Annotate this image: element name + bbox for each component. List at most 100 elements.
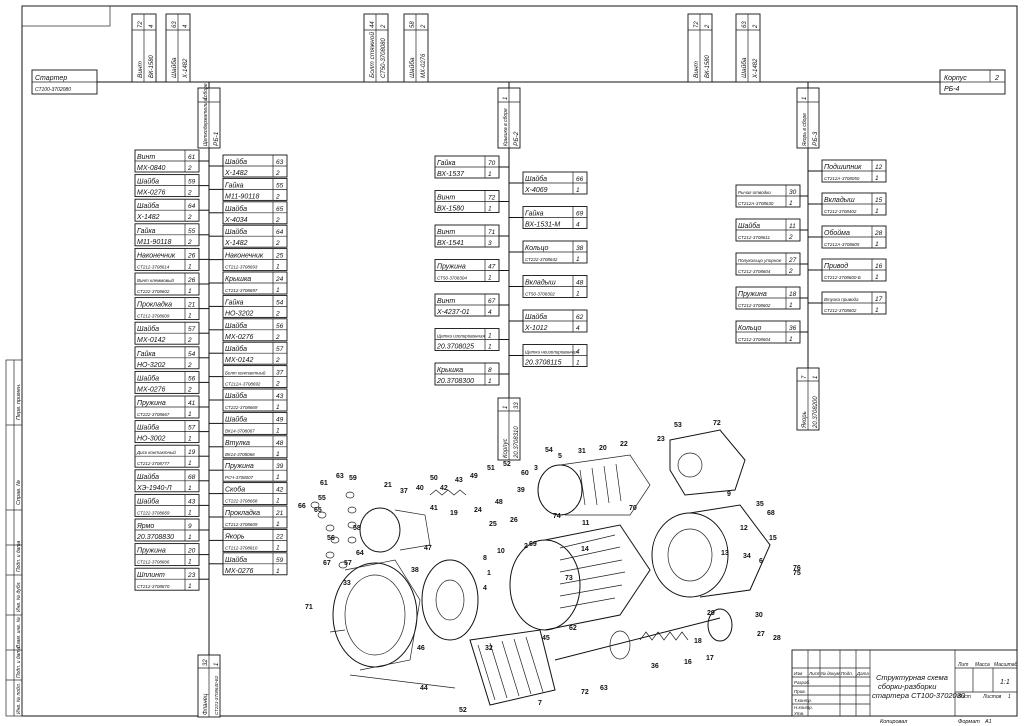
stamp-row-1: Пров. — [794, 689, 806, 694]
part-name: Шайба — [225, 392, 247, 400]
part-code: СТ212-3708604 — [738, 337, 771, 342]
part-qty: 1 — [875, 208, 879, 215]
part-pos: 59 — [276, 557, 284, 564]
callout-number: 48 — [495, 499, 503, 506]
subassembly-name: Крышка в сборе — [503, 108, 509, 146]
stamp-format: Формат — [958, 719, 980, 725]
corpus-qty: 2 — [994, 75, 999, 82]
part-qty: 1 — [576, 256, 580, 263]
part-code: ВХ-1531-М — [525, 222, 560, 229]
part-qty: 1 — [789, 336, 793, 343]
yoke-drawing — [509, 539, 581, 631]
callout-number: 47 — [424, 545, 432, 552]
part-name: Винт — [437, 298, 455, 305]
part-pos: 4 — [576, 349, 580, 356]
part-qty: 1 — [188, 509, 192, 516]
subassembly-qty: 1 — [203, 97, 209, 100]
part-qty: 1 — [488, 206, 492, 213]
part-qty: 2 — [187, 214, 192, 221]
part-qty: 2 — [187, 239, 192, 246]
callout-number: 31 — [578, 448, 586, 455]
callout-number: 23 — [657, 436, 665, 443]
part-name: Пружина — [137, 400, 166, 407]
part-qty: 2 — [275, 357, 280, 364]
part-qty: 1 — [188, 485, 192, 492]
callout-number: 67 — [323, 560, 331, 567]
callout-number: 50 — [430, 475, 438, 482]
callout-number: 21 — [384, 482, 392, 489]
part-qty: 1 — [188, 460, 192, 467]
drive-housing-drawing — [651, 512, 729, 598]
part-name: Щетка неизолированная — [525, 350, 578, 355]
stamp-hdr-2: № докум. — [821, 671, 841, 676]
stamp-sheet: Лист — [957, 694, 971, 700]
callout-number: 57 — [344, 560, 352, 567]
stamp-sheets-val: 1 — [1008, 694, 1011, 700]
part-qty: 2 — [275, 170, 280, 177]
stamp-row-2: Т.контр. — [794, 698, 812, 703]
part-name: Якорь — [224, 533, 245, 540]
part-pos: 12 — [875, 164, 883, 171]
part-pos: 57 — [188, 425, 196, 432]
part-code: Х-1482 — [136, 214, 160, 221]
callout-number: 66 — [298, 503, 306, 510]
part-pos: 1 — [488, 333, 492, 340]
callout-number: 20 — [599, 445, 607, 452]
part-name: Диск контактный — [136, 449, 176, 455]
solenoid-cover-drawing — [359, 507, 401, 553]
part-code: СТ222-3708667 — [137, 412, 170, 417]
top-part-qty: 4 — [149, 24, 155, 28]
top-part-qty: 4 — [183, 24, 189, 28]
part-code: СТ212-3708611 — [738, 235, 771, 240]
part-code: МХ-0276 — [137, 386, 166, 393]
part-name: Гайка — [137, 350, 156, 358]
part-pos: 64 — [276, 229, 284, 236]
stamp-title-2: сборки-разборки — [878, 682, 937, 691]
top-part-code: ВК-1580 — [705, 54, 711, 78]
part-name: Винт клеммовый — [137, 277, 174, 283]
part-code: НО-3202 — [225, 310, 254, 317]
stamp-scale: Масштаб — [994, 662, 1018, 668]
part-code: ВХ-1541 — [437, 240, 464, 247]
callout-number: 53 — [674, 422, 682, 429]
part-qty: 1 — [488, 171, 492, 178]
top-part-pos: 58 — [410, 21, 416, 28]
part-qty: 1 — [875, 175, 879, 182]
part-qty: 1 — [488, 275, 492, 282]
part-qty: 1 — [789, 302, 793, 309]
part-qty: 1 — [188, 534, 192, 541]
part-pos: 22 — [275, 533, 284, 540]
part-pos: 11 — [789, 223, 796, 230]
corpus-code: РБ-4 — [944, 86, 960, 93]
part-name: Пружина — [137, 548, 166, 555]
part-code: МХ-0276 — [137, 190, 166, 197]
part-name: Шайба — [225, 205, 247, 213]
column-col4: ШайбаХ-4069661ГайкаВХ-1531-М694КольцоСТ2… — [509, 171, 588, 367]
callout-number: 71 — [305, 604, 313, 611]
part-code: СТ212А-3708630 — [738, 201, 774, 206]
callout-number: 75 — [793, 570, 801, 577]
part-qty: 1 — [188, 263, 192, 270]
part-name: Винт — [137, 154, 155, 161]
part-pos: 47 — [488, 264, 496, 271]
part-pos: 30 — [789, 189, 797, 196]
part-name: Прокладка — [137, 301, 172, 309]
top-part-pos: 44 — [370, 21, 376, 28]
callout-number: 61 — [320, 480, 328, 487]
stamp-hdr-1: Лист — [808, 671, 821, 676]
part-name: Обойма — [824, 229, 850, 237]
part-name: Шайба — [137, 325, 159, 333]
part-pos: 28 — [874, 230, 883, 237]
part-name: Прокладка — [225, 509, 260, 517]
callout-number: 1 — [487, 570, 491, 577]
top-part-qty: 2 — [753, 24, 759, 29]
subassembly-qty: 1 — [503, 97, 509, 100]
